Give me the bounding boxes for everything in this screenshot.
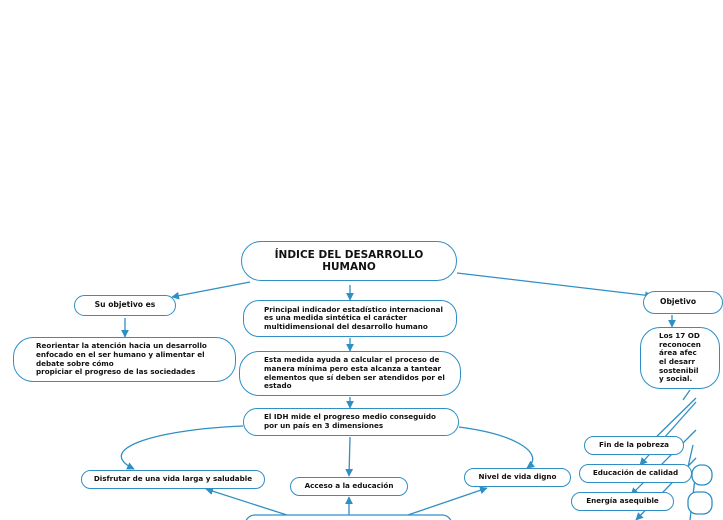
- node-nivel-vida-digno[interactable]: Nivel de vida digno: [464, 468, 571, 487]
- node-label: Disfrutar de una vida larga y saludable: [93, 474, 253, 484]
- node-su-objetivo[interactable]: Su objetivo es: [74, 295, 176, 316]
- node-label: Reorientar la atención hacia un desarrol…: [36, 341, 207, 377]
- node-label: Nivel de vida digno: [478, 472, 557, 482]
- edge-idh-disfrutar: [120, 425, 244, 470]
- node-label: ÍNDICE DEL DESARROLLO HUMANO: [274, 249, 424, 273]
- bottom-node-edge: [245, 514, 452, 520]
- edge-idh-acceso: [345, 436, 354, 477]
- node-fin-pobreza[interactable]: Fin de la pobreza: [584, 436, 684, 455]
- node-label: Fin de la pobreza: [598, 440, 669, 450]
- edge-ods-extra-1: [682, 389, 691, 401]
- node-objetivos[interactable]: Objetivo: [643, 291, 723, 314]
- edge-ods-extra-2: [687, 444, 694, 468]
- node-label: Esta medida ayuda a calcular el proceso …: [264, 355, 445, 391]
- node-indice-desarrollo-humano[interactable]: ÍNDICE DEL DESARROLLO HUMANO: [241, 241, 457, 281]
- edge-idh-nivel: [458, 426, 535, 469]
- node-label: Principal indicador estadístico internac…: [264, 304, 443, 331]
- node-ods-text[interactable]: Los 17 OD reconocen área afec el desarr …: [640, 327, 720, 389]
- node-label: El IDH mide el progreso medio conseguido…: [264, 412, 436, 430]
- node-energia-asequible[interactable]: Energía asequible: [571, 492, 674, 511]
- edge-bottom-disfrutar: [205, 487, 291, 517]
- edge-ods-educacion: [630, 429, 697, 496]
- edge-root-su-objetivo: [171, 281, 251, 300]
- edge-ods-fin-pobreza-2: [639, 401, 697, 466]
- right-partial-node-2: [687, 491, 713, 515]
- node-label: Su objetivo es: [94, 300, 156, 310]
- node-educacion-calidad[interactable]: Educación de calidad: [579, 464, 692, 483]
- node-acceso-educacion[interactable]: Acceso a la educación: [290, 477, 408, 496]
- node-label: Educación de calidad: [592, 468, 679, 478]
- node-disfrutar-vida[interactable]: Disfrutar de una vida larga y saludable: [81, 470, 265, 489]
- node-label: Acceso a la educación: [304, 481, 394, 491]
- node-label: Los 17 OD reconocen área afec el desarr …: [659, 331, 701, 384]
- node-principal-indicador[interactable]: Principal indicador estadístico internac…: [243, 300, 457, 337]
- node-reorientar[interactable]: Reorientar la atención hacia un desarrol…: [13, 337, 236, 382]
- right-partial-node-1: [691, 464, 713, 486]
- node-esta-medida[interactable]: Esta medida ayuda a calcular el proceso …: [239, 351, 461, 396]
- node-label: Energía asequible: [586, 496, 659, 506]
- edge-root-objetivos: [456, 272, 653, 300]
- node-idh-mide[interactable]: El IDH mide el progreso medio conseguido…: [243, 408, 459, 436]
- edge-bottom-nivel: [404, 486, 488, 517]
- node-label: Objetivo: [660, 297, 697, 307]
